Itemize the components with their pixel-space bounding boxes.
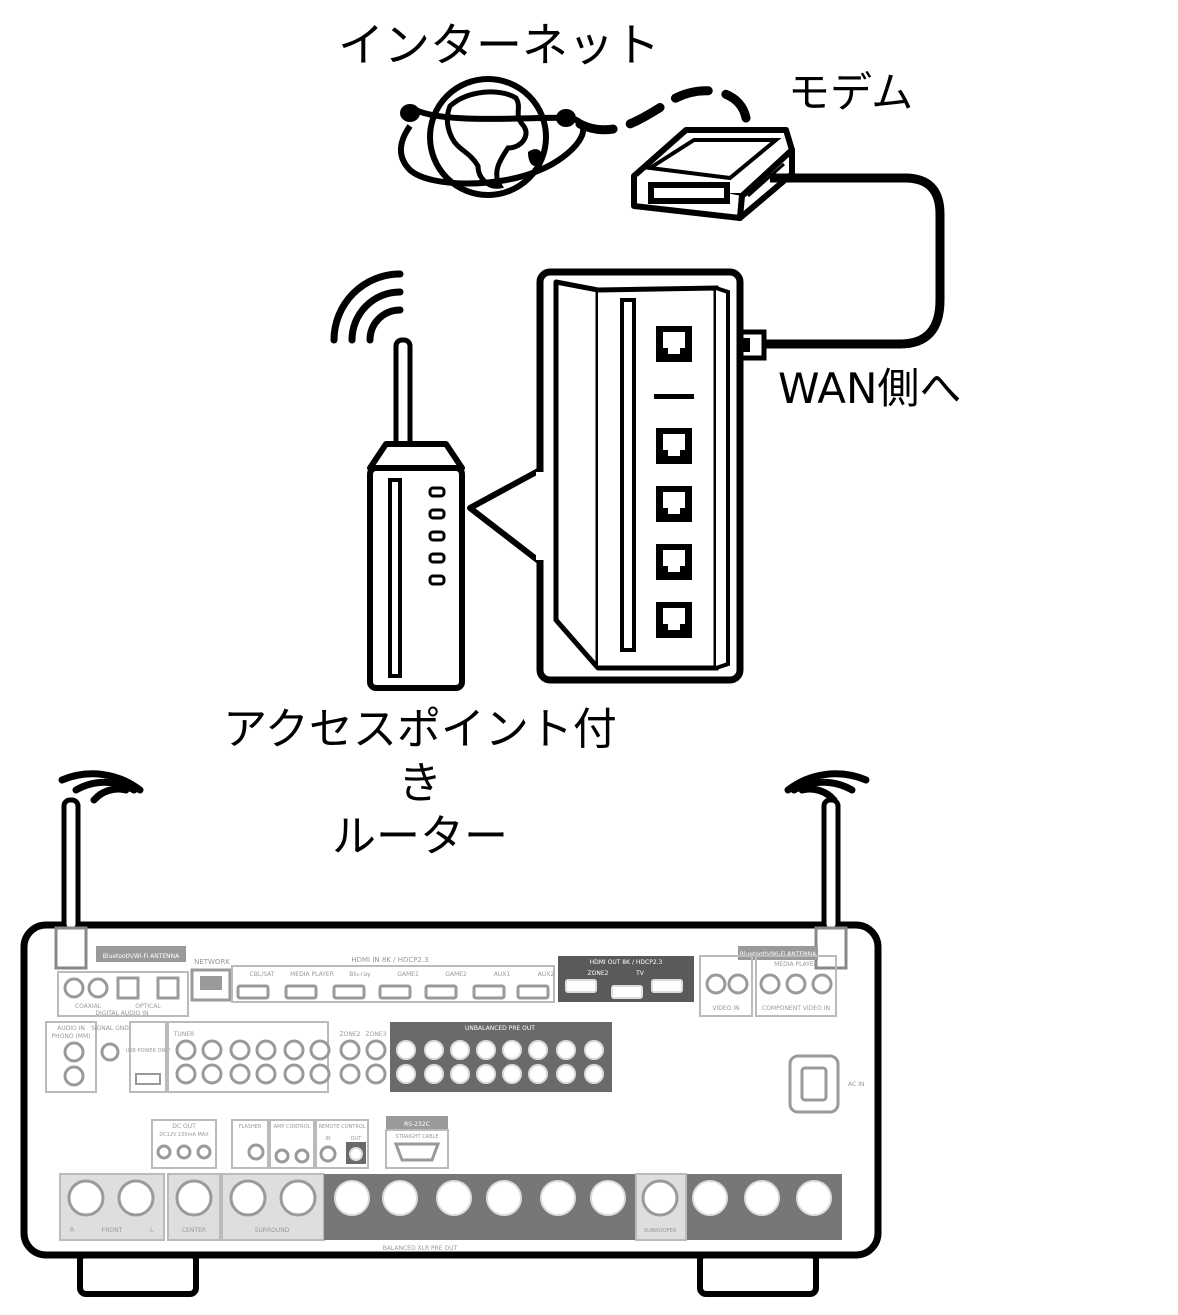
internet-globe-icon xyxy=(398,76,751,198)
panel-label-usb: USB POWER ONLY xyxy=(126,1048,172,1054)
lan-port-icon-3 xyxy=(656,544,692,580)
panel-label-remote-control: REMOTE CONTROL xyxy=(318,1124,365,1130)
wan-port-icon xyxy=(656,326,692,362)
panel-label-digital-audio-in: DIGITAL AUDIO IN xyxy=(95,1010,148,1017)
panel-label-front-r: R xyxy=(70,1227,74,1234)
panel-label-phono: PHONO (MM) xyxy=(51,1033,90,1040)
panel-label-network: NETWORK xyxy=(194,958,230,966)
panel-label-unbalanced-pre-out: UNBALANCED PRE OUT xyxy=(465,1025,535,1032)
router-label: アクセスポイント付き ルーター xyxy=(210,703,630,864)
hdmi-in-label-7: AUX2 xyxy=(538,971,555,978)
hdmi-in-label-6: AUX1 xyxy=(494,971,511,978)
panel-label-balanced-pre-out: BALANCED XLR PRE OUT xyxy=(383,1245,458,1252)
hdmi-in-label-4: GAME1 xyxy=(397,971,419,978)
panel-label-ac-in: AC IN xyxy=(848,1081,864,1088)
router-label-line-1: アクセスポイント付き xyxy=(223,704,617,809)
panel-label-flasher: FLASHER xyxy=(239,1124,262,1130)
panel-label-component-video-in: COMPONENT VIDEO IN xyxy=(762,1005,830,1012)
modem-icon xyxy=(631,127,795,221)
lan-port-icon-2 xyxy=(656,486,692,522)
lan-port-icon-4 xyxy=(656,602,692,638)
wifi-signal-icon-right xyxy=(784,770,870,804)
panel-label-optical: OPTICAL xyxy=(135,1003,161,1010)
panel-label-dc-out: DC OUT xyxy=(172,1123,196,1130)
hdmi-in-label-3: Blu-ray xyxy=(349,971,371,978)
panel-label-coaxial: COAXIAL xyxy=(75,1003,102,1010)
panel-label-remote-out: OUT xyxy=(351,1136,363,1142)
modem-label: モデム xyxy=(788,68,914,117)
panel-label-bt-antenna-right: Bluetooth/Wi-Fi ANTENNA xyxy=(740,951,817,958)
hdmi-in-label-1: CBL/SAT xyxy=(250,971,275,978)
panel-label-media-player: MEDIA PLAYER xyxy=(774,961,818,968)
panel-label-rs232c: RS-232C xyxy=(404,1121,430,1128)
router-port-callout xyxy=(467,268,744,684)
panel-label-hdmi-in: HDMI IN 8K / HDCP2.3 xyxy=(351,956,428,964)
hdmi-in-label-5: GAME2 xyxy=(445,971,467,978)
av-receiver: Bluetooth/Wi-Fi ANTENNA Bluetooth/Wi-Fi … xyxy=(20,770,882,1297)
panel-label-zone3: ZONE3 xyxy=(366,1031,387,1038)
panel-label-center: CENTER xyxy=(182,1227,206,1234)
internet-label: インターネット xyxy=(338,18,660,72)
antenna-right xyxy=(814,797,848,970)
panel-label-audio-in: AUDIO IN xyxy=(57,1025,85,1032)
panel-label-front: FRONT xyxy=(102,1227,123,1234)
hdmi-out-label-zone2: ZONE2 xyxy=(588,970,609,977)
wan-side-label: WAN側へ xyxy=(778,364,962,413)
panel-label-dc-out-spec: DC12V 150mA MAX xyxy=(159,1132,209,1138)
wan-cable xyxy=(762,173,945,349)
hdmi-in-label-2: MEDIA PLAYER xyxy=(290,971,334,978)
panel-label-hdmi-out: HDMI OUT 8K / HDCP2.3 xyxy=(590,959,663,966)
panel-label-straight-cable: STRAIGHT CABLE xyxy=(396,1134,439,1140)
antenna-left xyxy=(54,797,88,970)
panel-label-bt-antenna-left: Bluetooth/Wi-Fi ANTENNA xyxy=(103,953,180,960)
panel-label-subwoofer: SUBWOOFER xyxy=(644,1228,677,1234)
wifi-signal-icon xyxy=(330,270,404,344)
panel-label-signal-gnd: SIGNAL GND xyxy=(91,1025,129,1032)
panel-label-remote-in: IN xyxy=(325,1136,330,1142)
panel-label-zone2: ZONE2 xyxy=(340,1031,361,1038)
wifi-signal-icon-left xyxy=(58,770,144,804)
lan-port-icon-1 xyxy=(656,428,692,464)
router-label-line-2: ルーター xyxy=(332,811,508,863)
panel-label-surround: SURROUND xyxy=(255,1227,290,1234)
router-icon xyxy=(330,270,465,691)
panel-label-tuner: TUNER xyxy=(173,1031,195,1038)
panel-label-front-l: L xyxy=(150,1227,154,1234)
hdmi-out-label-tv: TV xyxy=(635,970,645,977)
panel-label-video-in: VIDEO IN xyxy=(712,1005,739,1012)
panel-label-amp-control: AMP CONTROL xyxy=(274,1124,311,1130)
